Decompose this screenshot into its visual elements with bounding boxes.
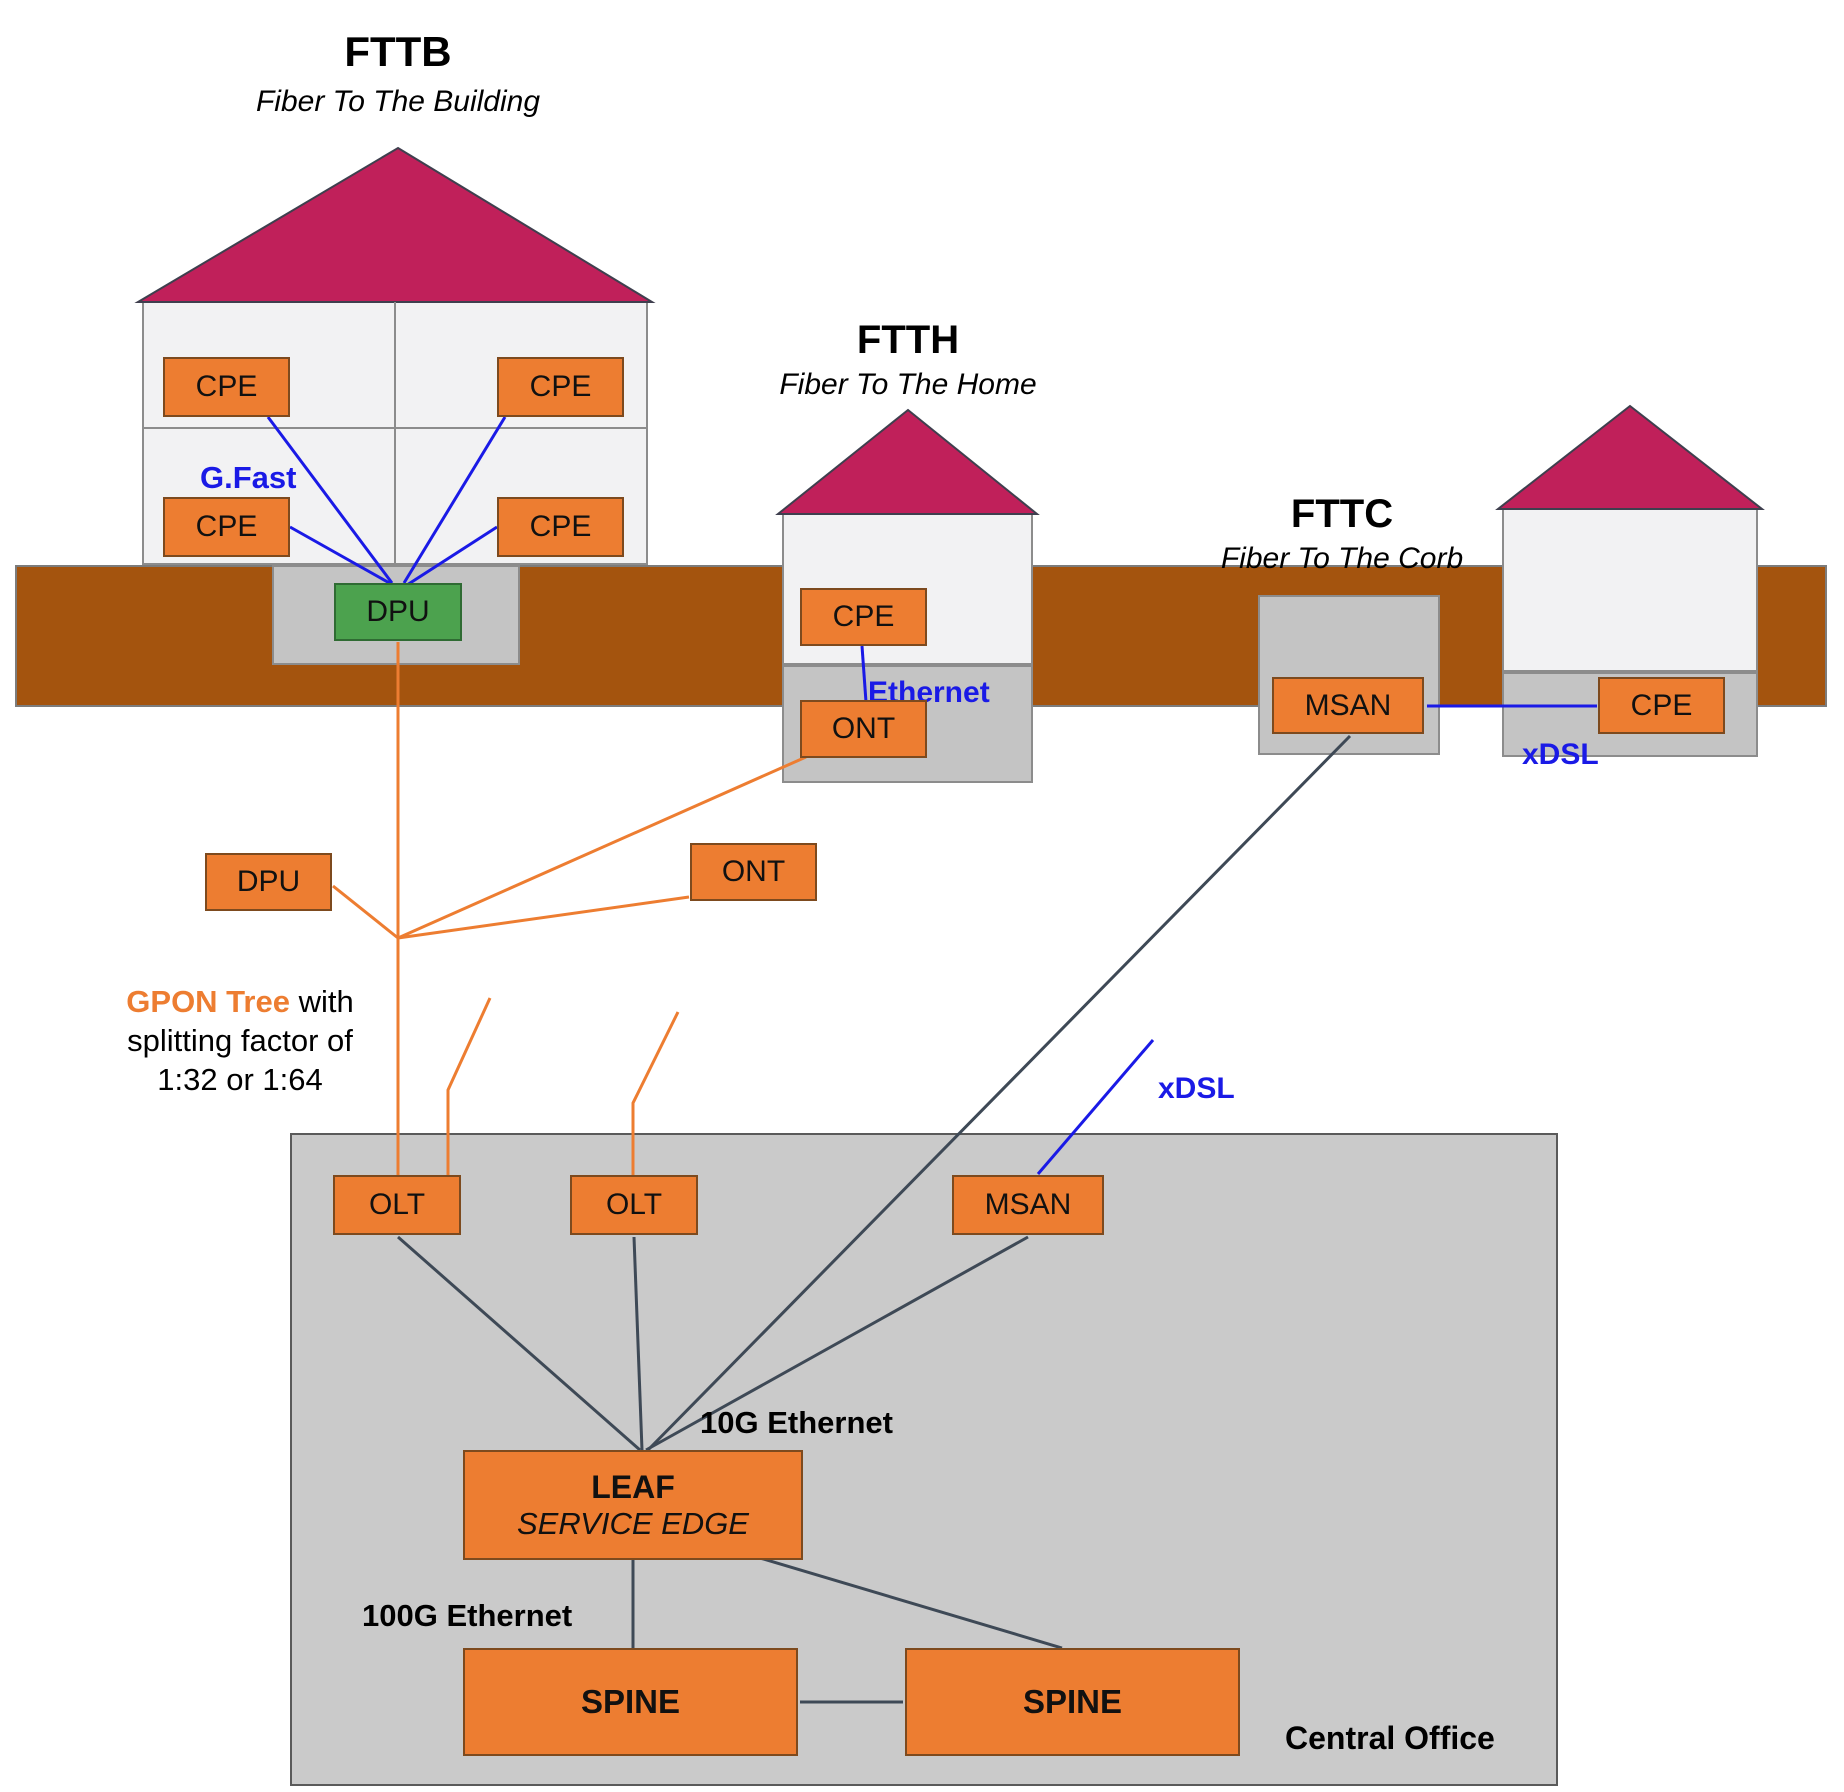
fttb-cpe-2: CPE [497,357,624,417]
co-spine-1-box: SPINE [463,1648,798,1756]
co-olt-2-box: OLT [570,1175,698,1235]
ftth-ont-box: ONT [800,700,927,758]
xdsl-label-fttc: xDSL [1522,738,1599,771]
gpon-branch-ftth-ont [397,755,807,940]
fttc-msan-box: MSAN [1272,677,1424,734]
link-olt1-leaf [397,1235,641,1452]
co-spine-2-box: SPINE [905,1648,1240,1756]
gfast-line-2 [402,416,507,584]
gfast-line-4 [406,525,498,587]
gpon-caption-line3: 1:32 or 1:64 [157,1062,323,1097]
fttc-house-body [1502,507,1758,672]
link-leaf-spine2 [759,1556,1063,1650]
ftth-title: FTTH [856,318,960,362]
co-olt-1-box: OLT [333,1175,461,1235]
link-fttc-msan-leaf [646,734,1352,1452]
ethernet-line [860,645,868,703]
link-msan-leaf [645,1235,1029,1452]
fttb-roof [134,146,656,303]
gpon-branch-dpu [332,884,399,940]
ftth-cpe-box: CPE [800,588,927,646]
gpon-stub-1 [446,997,492,1176]
central-office-label: Central Office [1285,1720,1495,1756]
xdsl-line-co [1036,1039,1155,1175]
fttc-house-roof [1495,404,1765,510]
xdsl-label-co: xDSL [1158,1072,1235,1105]
fttc-subtitle: Fiber To The Corb [1220,542,1464,575]
fttc-title: FTTC [1290,492,1394,536]
eth100g-label: 100G Ethernet [362,1598,573,1633]
gpon-caption-rest: with [289,984,354,1019]
gpon-branch-ont [397,895,690,940]
leaf-title: LEAF [591,1468,675,1505]
co-msan-box: MSAN [952,1175,1104,1235]
spine-1-label: SPINE [580,1683,681,1720]
gfast-line-3 [289,525,394,587]
fttb-cpe-4: CPE [497,497,624,557]
fttc-cpe-box: CPE [1598,677,1725,734]
fttb-dpu-box: DPU [334,583,462,641]
fttb-subtitle: Fiber To The Building [255,85,541,118]
fttb-cpe-1: CPE [163,357,290,417]
gpon-caption-highlight: GPON Tree [126,984,290,1019]
gpon-caption-line1: GPON Tree with [95,982,385,1021]
distribution-dpu-box: DPU [205,853,332,911]
leaf-subtitle: SERVICE EDGE [516,1505,749,1541]
gfast-label: G.Fast [200,460,297,495]
fttb-title: FTTB [344,28,452,75]
gpon-stub-2 [631,1011,680,1176]
co-leaf-box: LEAF SERVICE EDGE [463,1450,803,1560]
gpon-caption-line2: splitting factor of [127,1023,353,1058]
ftth-subtitle: Fiber To The Home [779,368,1037,401]
gfast-line-1 [266,416,394,584]
eth10g-label: 10G Ethernet [700,1405,893,1440]
gpon-tree-caption: GPON Tree with splitting factor of 1:32 … [95,982,385,1099]
spine-2-label: SPINE [1022,1683,1123,1720]
ftth-roof [775,408,1040,515]
fttb-cpe-3: CPE [163,497,290,557]
distribution-ont-box: ONT [690,843,817,901]
link-olt2-leaf [632,1236,644,1451]
